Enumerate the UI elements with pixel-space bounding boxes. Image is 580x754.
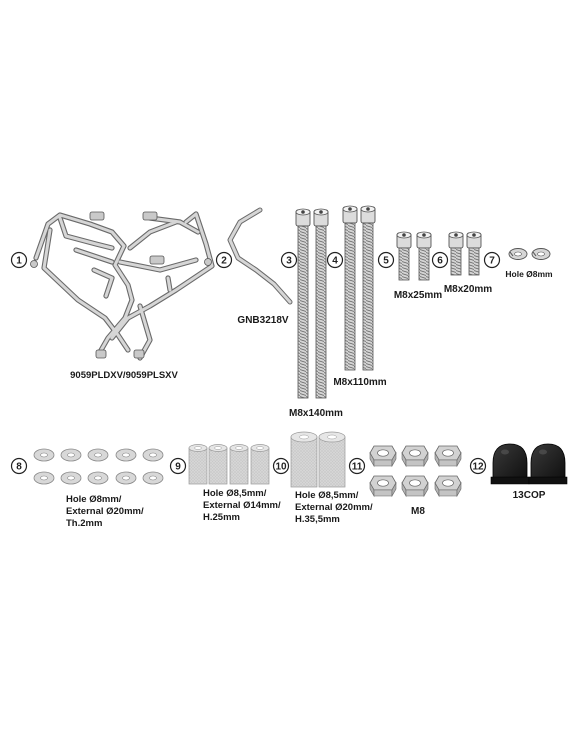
part-label-line: Hole Ø8mm/ [66,494,122,505]
part-number-circle [280,251,298,269]
nut-group [369,445,462,497]
part-number: 10 [275,462,287,473]
long-bolt-illustration [342,205,358,371]
flat-washer-group [33,448,164,485]
part-label: M8x140mm [289,408,343,419]
part-12: 12 13COP [469,443,568,501]
part-number: 3 [286,256,292,267]
part-label: M8x110mm [333,377,386,388]
spacer-illustration [318,431,346,488]
part-label: 9059PLDXV/9059PLSXV [70,370,178,381]
part-9: 9 Hole Ø8,5mm/ External Ø14mm/ H.25mm [169,444,281,523]
short-bolt-illustration [466,231,482,276]
part-number-circle [431,251,449,269]
part-number-circle [377,251,395,269]
part-number-circle [10,251,28,269]
part-number-circle [272,457,290,475]
part-label: M8 [411,506,425,517]
lock-washer-illustration [508,248,528,260]
part-label: 13COP [513,490,546,501]
long-bolt-illustration [313,208,329,399]
cap-illustration [490,443,530,485]
part-number-circle [469,457,487,475]
short-bolt-illustration [396,231,412,281]
cap-illustration [528,443,568,485]
part-label: M8x25mm [394,290,442,301]
part-number-circle [326,251,344,269]
part-number: 1 [16,256,22,267]
part-number: 9 [175,462,181,473]
spacer-illustration [188,444,208,485]
part-4: 4 M8x110mm [326,205,387,388]
part-number-circle [215,251,233,269]
part-label-line: Th.2mm [66,518,102,529]
part-6: 6 M8x20mm [431,231,492,295]
part-11: 11 M8 [348,445,462,517]
part-number: 4 [332,256,338,267]
part-number-circle [348,457,366,475]
part-label-line: External Ø14mm/ [203,500,281,511]
part-number-circle [10,457,28,475]
part-label: GNB3218V [237,315,288,326]
part-10: 10 Hole Ø8,5mm/ External Ø20mm/ H.35,5mm [272,431,373,525]
part-number: 12 [472,462,484,473]
spacer-illustration [229,444,249,485]
part-number: 7 [489,256,495,267]
part-7: 7 Hole Ø8mm [483,248,553,279]
part-label: Hole Ø8mm [505,269,553,279]
part-8: 8 Hole Ø8mm/ External Ø20mm/ Th.2mm [10,448,164,529]
part-2: 2 GNB3218V [215,207,293,326]
part-number-circle [169,457,187,475]
part-number: 5 [383,256,389,267]
part-label-line: External Ø20mm/ [66,506,144,517]
spacer-illustration [208,444,228,485]
long-bolt-illustration [295,208,311,399]
lock-washer-illustration [531,248,551,260]
part-3: 3 M8x140mm [280,208,343,419]
part-label-line: External Ø20mm/ [295,502,373,513]
part-label-line: H.25mm [203,512,240,523]
part-label-line: Hole Ø8,5mm/ [295,490,359,501]
long-bolt-illustration [360,205,376,371]
part-label-line: Hole Ø8,5mm/ [203,488,267,499]
short-bolt-illustration [416,231,432,281]
part-number: 6 [437,256,443,267]
part-number: 2 [221,256,227,267]
part-label-line: H.35,5mm [295,514,340,525]
part-number: 11 [352,462,363,473]
short-bolt-illustration [448,231,464,276]
part-5: 5 M8x25mm [377,231,442,301]
part-number-circle [483,251,501,269]
part-label: M8x20mm [444,284,492,295]
part-1: 1 9059PLDXV/9059PLSXV [10,211,215,381]
spacer-illustration [290,431,318,488]
part-number: 8 [16,462,22,473]
side-frame-illustration [30,211,215,361]
spacer-illustration [250,444,270,485]
